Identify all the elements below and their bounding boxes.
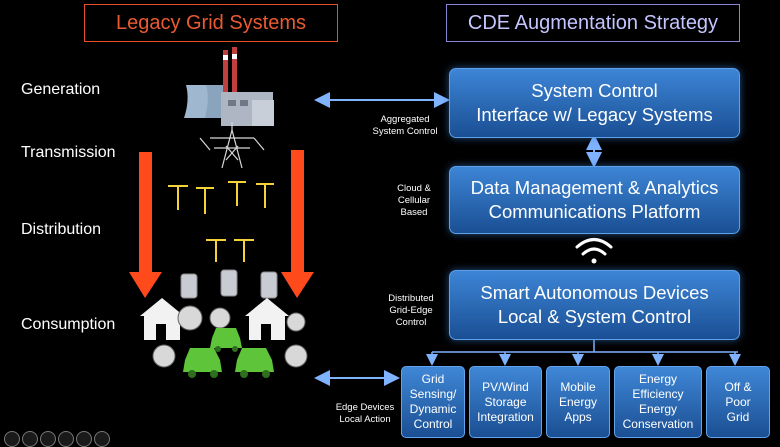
smart-devices-box: Smart Autonomous Devices Local & System … (449, 270, 740, 340)
generation-label: Generation (21, 81, 101, 98)
legacy-title: Legacy Grid Systems (84, 4, 338, 42)
system-control-box: System Control Interface w/ Legacy Syste… (449, 68, 740, 138)
transformers (180, 269, 278, 299)
smart-devices-line2: Local & System Control (497, 306, 692, 327)
distribution-label: Distribution (21, 221, 102, 238)
meter-icon (152, 305, 308, 368)
tree-connector (426, 338, 741, 366)
car-icon (183, 328, 274, 378)
copy-icon[interactable] (58, 431, 74, 447)
data-management-box: Data Management & Analytics Communicatio… (449, 166, 740, 234)
system-control-line2: Interface w/ Legacy Systems (476, 104, 713, 125)
red-arrows (129, 150, 314, 298)
tower-icon (199, 122, 265, 169)
wifi-icon (575, 238, 613, 264)
more-icon[interactable] (94, 431, 110, 447)
search-icon[interactable] (76, 431, 92, 447)
factory-icon (184, 47, 274, 126)
play-icon[interactable] (22, 431, 38, 447)
data-management-line2: Communications Platform (488, 201, 701, 222)
data-management-line1: Data Management & Analytics (470, 177, 719, 198)
smart-devices-line1: Smart Autonomous Devices (480, 282, 709, 303)
prev-slide-icon[interactable] (4, 431, 20, 447)
transmission-label: Transmission (21, 144, 116, 161)
next-slide-icon[interactable] (40, 431, 56, 447)
system-control-line1: System Control (531, 80, 658, 101)
distribution-poles (168, 181, 274, 262)
cde-title: CDE Augmentation Strategy (446, 4, 740, 42)
connector-arrows (314, 92, 602, 386)
house-icon (140, 298, 289, 340)
consumption-label: Consumption (21, 316, 116, 333)
